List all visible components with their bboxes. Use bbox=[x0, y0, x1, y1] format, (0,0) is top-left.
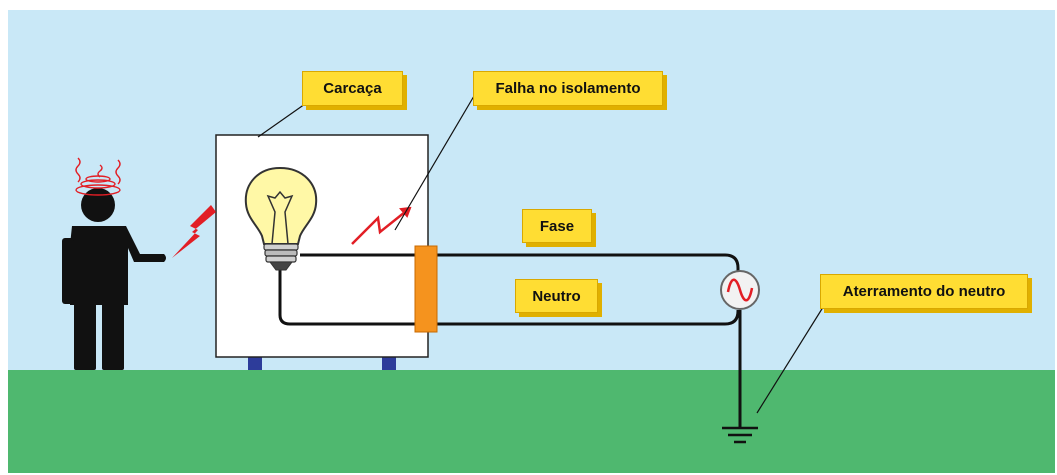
insulation-fault-bolt-icon bbox=[351, 207, 411, 245]
label-neutro: Neutro bbox=[515, 279, 598, 313]
callout-leader-lines bbox=[257, 95, 826, 414]
phase-wire bbox=[300, 253, 740, 272]
label-falha-isolamento: Falha no isolamento bbox=[473, 71, 663, 106]
label-aterramento-neutro: Aterramento do neutro bbox=[820, 274, 1028, 309]
shock-bolt-icon bbox=[172, 205, 216, 258]
label-fase: Fase bbox=[522, 209, 592, 243]
ac-source bbox=[720, 270, 760, 310]
ground bbox=[8, 370, 1055, 473]
housing-foot-right bbox=[382, 356, 396, 370]
sky-background bbox=[8, 10, 1055, 372]
dizzy-swirl-icon bbox=[75, 157, 121, 196]
light-bulb-icon bbox=[244, 166, 318, 271]
sine-wave-icon bbox=[726, 278, 754, 302]
circuit-wires bbox=[278, 253, 742, 427]
ground-symbol-icon bbox=[722, 426, 758, 444]
housing-foot-left bbox=[248, 356, 262, 370]
housing-box bbox=[215, 134, 429, 358]
person-silhouette-icon bbox=[62, 188, 166, 370]
label-carcaca: Carcaça bbox=[302, 71, 403, 106]
terminal-block bbox=[414, 245, 438, 333]
neutral-wire bbox=[278, 268, 740, 326]
